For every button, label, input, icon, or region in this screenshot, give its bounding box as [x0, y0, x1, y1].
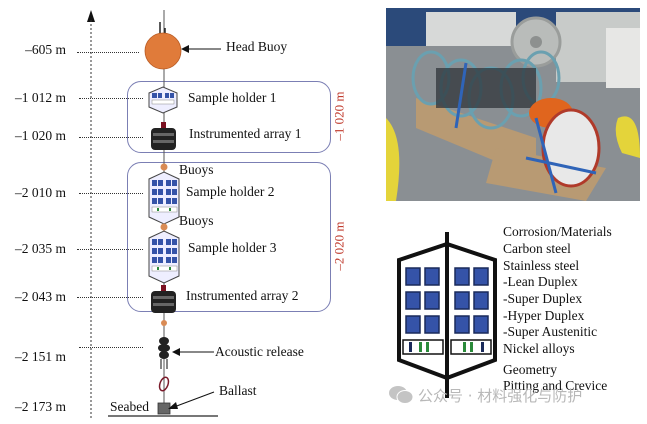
acoustic-release-label: Acoustic release [215, 344, 304, 359]
depth-guide-line [77, 249, 143, 250]
watermark-text: 公众号 · 材料强化与防护 [418, 387, 583, 405]
depth-guide-line [77, 297, 143, 298]
depth-guide-line [79, 98, 143, 99]
ballast-arrow [168, 391, 215, 409]
depth-label: –2 043 m [14, 289, 66, 304]
mooring-line-diagram [144, 10, 182, 415]
crevice-specimens [409, 342, 484, 352]
sample-holder-3-icon [148, 230, 180, 284]
legend-line: Stainless steel [503, 258, 580, 273]
instrumented-array-2-icon [151, 285, 176, 313]
ballast-label: Ballast [219, 383, 257, 398]
buoys-label-2: Buoys [179, 213, 214, 228]
depth-guide-line [79, 137, 143, 138]
group-1-span-label: –1 020 m [331, 91, 347, 141]
seabed-label: Seabed [110, 399, 149, 414]
legend-line: Nickel alloys [503, 341, 575, 356]
sample-holder-3-label: Sample holder 3 [188, 240, 277, 255]
buoys-label-1: Buoys [179, 162, 214, 177]
legend-line: Corrosion/Materials [503, 224, 612, 239]
depth-label: –1 012 m [14, 90, 66, 105]
sample-holder-schematic [397, 232, 497, 398]
head-buoy-arrow [181, 45, 221, 53]
equipment-photo [386, 8, 640, 201]
depth-label: –605 m [25, 42, 66, 57]
sample-holder-2-label: Sample holder 2 [186, 184, 275, 199]
group-box-1 [127, 81, 331, 153]
depth-axis [87, 10, 95, 418]
sample-holder-1-icon [148, 86, 178, 114]
legend-line: -Super Austenitic [503, 324, 598, 339]
axis-arrowhead [87, 10, 95, 22]
legend-line: Geometry [503, 362, 557, 377]
buoy-icon [160, 163, 168, 171]
sample-holder-1-label: Sample holder 1 [188, 90, 277, 105]
depth-label: –2 035 m [14, 241, 66, 256]
sample-holder-2-icon [148, 171, 180, 225]
legend-line: -Super Duplex [503, 291, 583, 306]
shackle-ring-icon [158, 376, 170, 392]
depth-label: –2 010 m [14, 185, 66, 200]
depth-label: –2 151 m [14, 349, 66, 364]
equipment-photo-illustration [386, 8, 640, 201]
group-box-2 [127, 162, 331, 312]
legend-line: Carbon steel [503, 241, 571, 256]
depth-guide-line [77, 52, 139, 53]
buoy-icon [160, 223, 168, 231]
sample-coupon-grid [405, 267, 489, 334]
acoustic-release-arrow [172, 348, 214, 356]
instrumented-array-1-icon [151, 122, 176, 150]
depth-guide-line [79, 193, 143, 194]
legend-line: -Hyper Duplex [503, 308, 585, 323]
group-2-span-label: –2 020 m [331, 221, 347, 271]
instrumented-array-2-label: Instrumented array 2 [186, 288, 299, 303]
depth-label: –2 173 m [14, 399, 66, 414]
acoustic-release-icon [158, 337, 170, 369]
head-buoy-label: Head Buoy [226, 39, 288, 54]
depth-label: –1 020 m [14, 128, 66, 143]
wechat-icon [389, 386, 414, 404]
legend-line: -Lean Duplex [503, 274, 578, 289]
seabed-line [108, 415, 218, 417]
head-buoy-icon [144, 32, 182, 70]
buoy-icon [161, 320, 167, 326]
depth-guide-line [79, 347, 143, 348]
legend-line: Pitting and Crevice [503, 378, 608, 393]
instrumented-array-1-label: Instrumented array 1 [189, 126, 302, 141]
